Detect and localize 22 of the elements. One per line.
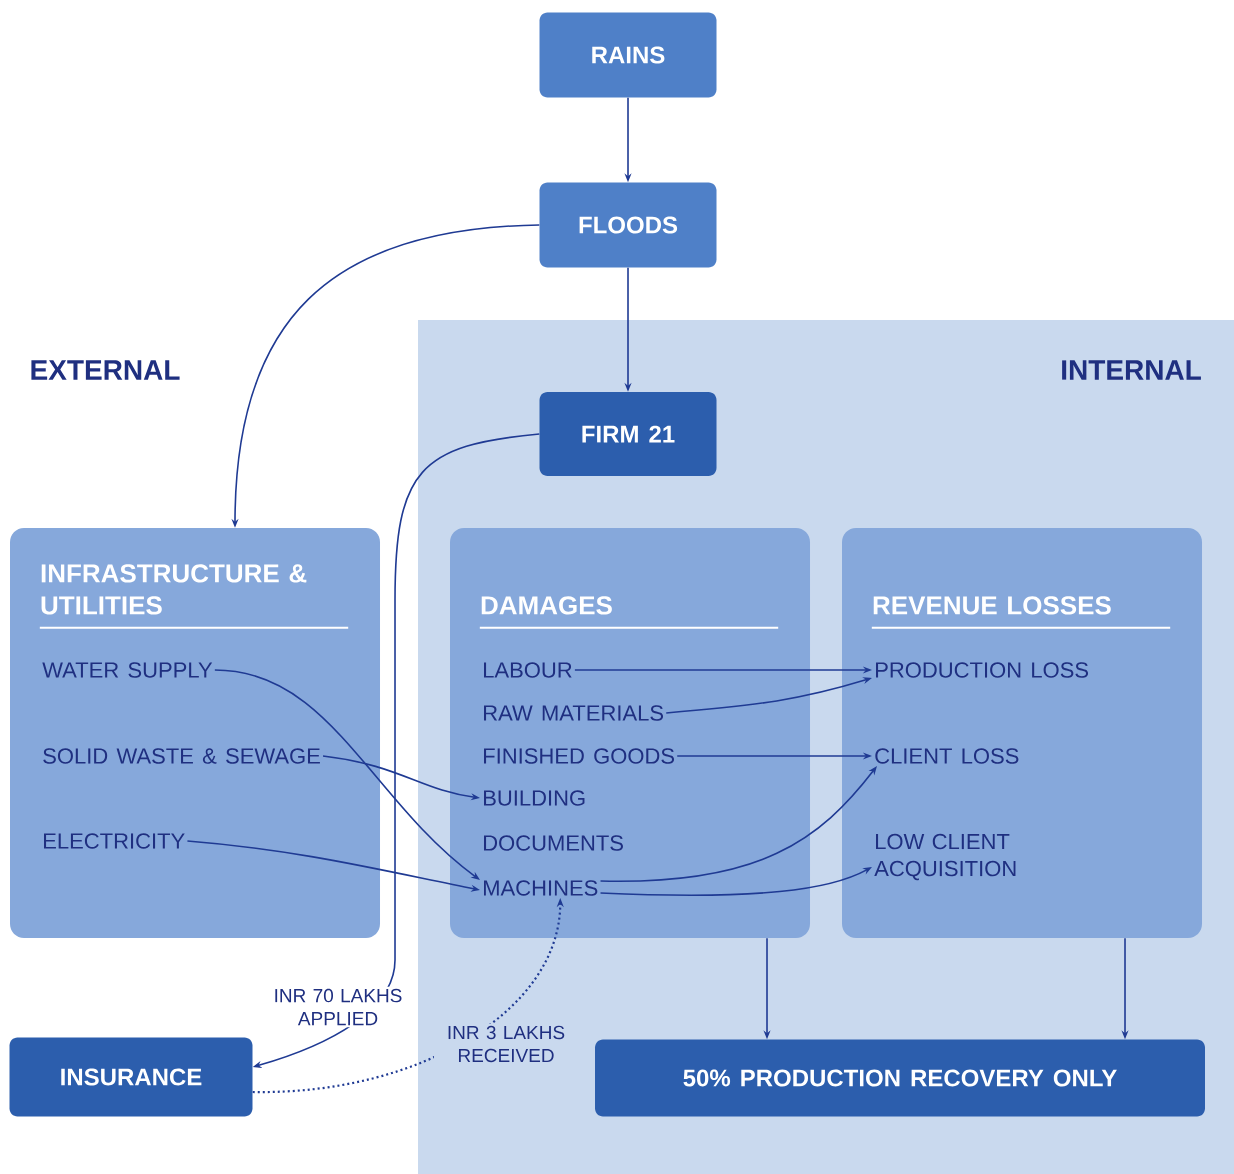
item-label: PRODUCTION LOSS bbox=[876, 662, 1088, 678]
item-label: MACHINES bbox=[484, 880, 598, 896]
item-label: WATER SUPPLY bbox=[42, 662, 213, 678]
edge-label: INR 70 LAKHS APPLIED bbox=[261, 986, 415, 1028]
side-heading: EXTERNAL bbox=[31, 360, 180, 380]
item-label: SOLID WASTE & SEWAGE bbox=[43, 748, 320, 764]
item-label: DOCUMENTS bbox=[484, 835, 623, 851]
item-label: LOW CLIENT ACQUISITION bbox=[874, 833, 1016, 881]
item-label: RAW MATERIALS bbox=[484, 705, 663, 721]
item-label: CLIENT LOSS bbox=[875, 748, 1019, 764]
flow-box: 50% PRODUCTION RECOVERY ONLY bbox=[595, 1039, 1205, 1117]
item-label: FINISHED GOODS bbox=[484, 748, 674, 764]
item-label: ELECTRICITY bbox=[44, 833, 185, 849]
item-label: LABOUR bbox=[484, 662, 572, 678]
item-label: BUILDING bbox=[484, 790, 585, 806]
arrow bbox=[214, 669, 480, 880]
flow-box: INSURANCE bbox=[9, 1037, 253, 1117]
flow-box: RAINS bbox=[539, 12, 717, 98]
edge-label: INR 3 LAKHS RECEIVED bbox=[434, 1023, 578, 1065]
flow-box: FLOODS bbox=[539, 182, 717, 268]
flow-box: FIRM 21 bbox=[539, 392, 717, 476]
arrow bbox=[599, 766, 877, 882]
